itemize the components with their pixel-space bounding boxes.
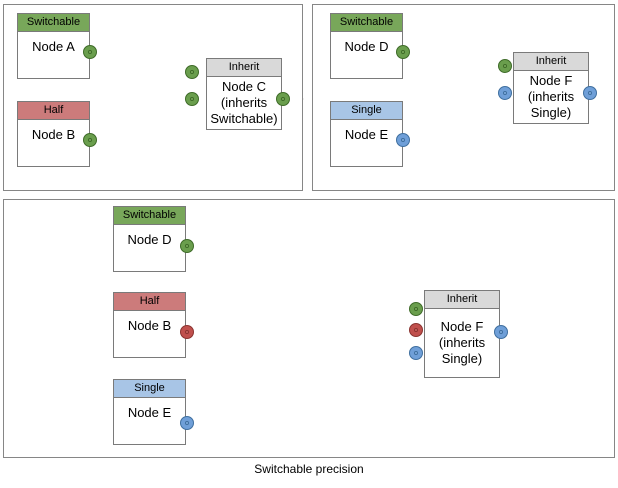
node-c-output-port[interactable] bbox=[276, 92, 290, 106]
panel-bottom bbox=[3, 199, 615, 458]
node-f2-input-port-2[interactable] bbox=[409, 323, 423, 337]
node-f2-line1: Node F bbox=[440, 319, 484, 334]
node-f-line1: Node F bbox=[529, 73, 573, 88]
node-d2-output-port[interactable] bbox=[180, 239, 194, 253]
node-b-header: Half bbox=[18, 102, 89, 120]
node-f2[interactable]: Inherit Node F (inherits Single) bbox=[424, 290, 500, 378]
node-d2-header: Switchable bbox=[114, 207, 185, 225]
node-c-body: Node C (inherits Switchable) bbox=[207, 77, 281, 129]
node-c[interactable]: Inherit Node C (inherits Switchable) bbox=[206, 58, 282, 130]
node-e-body: Node E bbox=[344, 127, 389, 142]
node-e2-body: Node E bbox=[127, 405, 172, 420]
node-e-header: Single bbox=[331, 102, 402, 120]
node-f2-input-port-3[interactable] bbox=[409, 346, 423, 360]
node-b-output-port[interactable] bbox=[83, 133, 97, 147]
node-c-input-port-1[interactable] bbox=[185, 65, 199, 79]
node-f2-output-port[interactable] bbox=[494, 325, 508, 339]
node-f-body: Node F (inherits Single) bbox=[514, 71, 588, 123]
node-f2-input-port-1[interactable] bbox=[409, 302, 423, 316]
node-b2-body: Node B bbox=[127, 318, 172, 333]
node-f2-line3: Single) bbox=[441, 351, 483, 366]
node-e2-header: Single bbox=[114, 380, 185, 398]
node-e-output-port[interactable] bbox=[396, 133, 410, 147]
node-f2-line2: (inherits bbox=[438, 335, 486, 350]
node-f2-header: Inherit bbox=[425, 291, 499, 309]
node-b[interactable]: Half Node B bbox=[17, 101, 90, 167]
node-f-input-port-2[interactable] bbox=[498, 86, 512, 100]
node-c-line2: (inherits bbox=[220, 95, 268, 110]
node-c-input-port-2[interactable] bbox=[185, 92, 199, 106]
node-d-body: Node D bbox=[344, 39, 389, 54]
node-d2[interactable]: Switchable Node D bbox=[113, 206, 186, 272]
node-b2-header: Half bbox=[114, 293, 185, 311]
node-f-header: Inherit bbox=[514, 53, 588, 71]
node-a-header: Switchable bbox=[18, 14, 89, 32]
node-b2[interactable]: Half Node B bbox=[113, 292, 186, 358]
node-b2-output-port[interactable] bbox=[180, 325, 194, 339]
node-c-line3: Switchable) bbox=[210, 111, 278, 126]
node-e[interactable]: Single Node E bbox=[330, 101, 403, 167]
node-a-output-port[interactable] bbox=[83, 45, 97, 59]
node-f-input-port-1[interactable] bbox=[498, 59, 512, 73]
node-f-line2: (inherits bbox=[527, 89, 575, 104]
node-c-header: Inherit bbox=[207, 59, 281, 77]
node-e2-output-port[interactable] bbox=[180, 416, 194, 430]
node-f2-body: Node F (inherits Single) bbox=[425, 309, 499, 377]
node-e2[interactable]: Single Node E bbox=[113, 379, 186, 445]
node-f[interactable]: Inherit Node F (inherits Single) bbox=[513, 52, 589, 124]
node-c-line1: Node C bbox=[221, 79, 267, 94]
node-d-output-port[interactable] bbox=[396, 45, 410, 59]
node-d-header: Switchable bbox=[331, 14, 402, 32]
node-b-body: Node B bbox=[31, 127, 76, 142]
diagram-caption: Switchable precision bbox=[254, 462, 364, 476]
node-a[interactable]: Switchable Node A bbox=[17, 13, 90, 79]
node-f-line3: Single) bbox=[530, 105, 572, 120]
node-a-body: Node A bbox=[32, 39, 75, 54]
node-f-output-port[interactable] bbox=[583, 86, 597, 100]
node-d2-body: Node D bbox=[127, 232, 172, 247]
node-d[interactable]: Switchable Node D bbox=[330, 13, 403, 79]
